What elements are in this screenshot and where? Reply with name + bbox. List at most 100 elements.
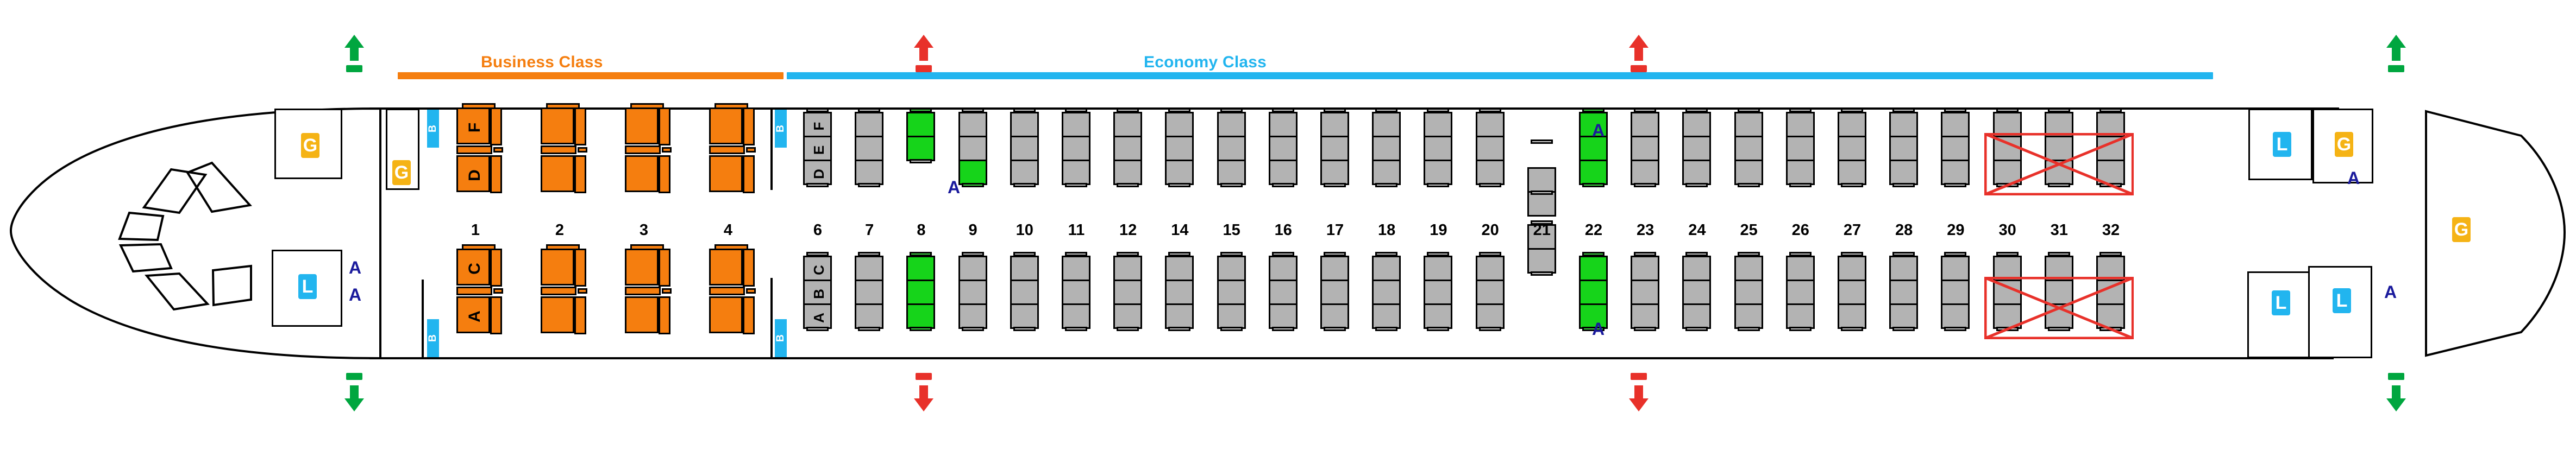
seat-18B[interactable] <box>1372 280 1401 305</box>
seat-6A[interactable]: A <box>803 303 832 329</box>
seat-3D[interactable] <box>625 155 659 192</box>
seat-19E[interactable] <box>1424 136 1453 161</box>
seat-11E[interactable] <box>1062 136 1090 161</box>
seat-12F[interactable] <box>1113 112 1143 137</box>
seat-15D[interactable] <box>1217 160 1246 185</box>
seat-21B[interactable] <box>1527 248 1556 274</box>
seat-19C[interactable] <box>1424 256 1453 281</box>
seat-10E[interactable] <box>1010 136 1039 161</box>
business-row-3-upper[interactable] <box>625 103 672 193</box>
business-row-3-lower[interactable] <box>625 244 672 334</box>
seat-10D[interactable] <box>1010 160 1039 185</box>
exit-fwd-lower-arrow[interactable] <box>343 372 365 413</box>
seat-4F[interactable] <box>709 107 743 144</box>
seat-9C[interactable] <box>958 256 987 281</box>
seat-27F[interactable] <box>1838 112 1866 137</box>
seat-27C[interactable] <box>1838 256 1866 281</box>
seat-26F[interactable] <box>1785 112 1815 137</box>
seat-1A[interactable]: A <box>456 296 490 333</box>
exit-overwing2-lower-arrow[interactable] <box>1628 372 1650 413</box>
seat-9F[interactable] <box>958 112 987 137</box>
business-row-2-lower[interactable] <box>541 244 587 334</box>
seat-24B[interactable] <box>1682 280 1712 305</box>
seat-18C[interactable] <box>1372 256 1401 281</box>
seat-9A[interactable] <box>958 303 987 329</box>
seat-20C[interactable] <box>1475 256 1505 281</box>
seat-20B[interactable] <box>1475 280 1505 305</box>
seat-20A[interactable] <box>1475 303 1505 329</box>
business-row-4-lower[interactable] <box>709 244 756 334</box>
seat-23E[interactable] <box>1631 136 1660 161</box>
seat-19A[interactable] <box>1424 303 1453 329</box>
seat-9B[interactable] <box>958 280 987 305</box>
seat-7C[interactable] <box>855 256 884 281</box>
seat-22D[interactable] <box>1579 160 1608 185</box>
seat-3A[interactable] <box>625 296 659 333</box>
business-row-2-upper[interactable] <box>541 103 587 193</box>
seat-10B[interactable] <box>1010 280 1039 305</box>
seat-23A[interactable] <box>1631 303 1660 329</box>
seat-11B[interactable] <box>1062 280 1090 305</box>
seat-10F[interactable] <box>1010 112 1039 137</box>
seat-25F[interactable] <box>1734 112 1763 137</box>
seat-17D[interactable] <box>1320 160 1349 185</box>
seat-27E[interactable] <box>1838 136 1866 161</box>
seat-11D[interactable] <box>1062 160 1090 185</box>
seat-11C[interactable] <box>1062 256 1090 281</box>
seat-20F[interactable] <box>1475 112 1505 137</box>
seat-31D[interactable] <box>2044 160 2073 185</box>
seat-7D[interactable] <box>855 160 884 185</box>
seat-24C[interactable] <box>1682 256 1712 281</box>
seat-28B[interactable] <box>1889 280 1919 305</box>
exit-fwd-upper-arrow[interactable] <box>343 34 365 75</box>
seat-29F[interactable] <box>1941 112 1970 137</box>
seat-6F[interactable]: F <box>803 112 832 137</box>
seat-28D[interactable] <box>1889 160 1919 185</box>
seat-29D[interactable] <box>1941 160 1970 185</box>
seat-27B[interactable] <box>1838 280 1866 305</box>
seat-8E[interactable] <box>906 136 936 161</box>
seat-26B[interactable] <box>1785 280 1815 305</box>
seat-8C[interactable] <box>906 256 936 281</box>
seat-2D[interactable] <box>541 155 574 192</box>
seat-18A[interactable] <box>1372 303 1401 329</box>
seat-6D[interactable]: D <box>803 160 832 185</box>
seat-16F[interactable] <box>1268 112 1298 137</box>
seat-12E[interactable] <box>1113 136 1143 161</box>
seat-26D[interactable] <box>1785 160 1815 185</box>
seat-18D[interactable] <box>1372 160 1401 185</box>
seat-21E[interactable] <box>1527 167 1556 193</box>
seat-12A[interactable] <box>1113 303 1143 329</box>
seat-15B[interactable] <box>1217 280 1246 305</box>
seat-8B[interactable] <box>906 280 936 305</box>
seat-10C[interactable] <box>1010 256 1039 281</box>
seat-17F[interactable] <box>1320 112 1349 137</box>
seat-23D[interactable] <box>1631 160 1660 185</box>
seat-9D[interactable] <box>958 160 987 185</box>
seat-8A[interactable] <box>906 303 936 329</box>
seat-15C[interactable] <box>1217 256 1246 281</box>
seat-27D[interactable] <box>1838 160 1866 185</box>
seat-7B[interactable] <box>855 280 884 305</box>
seat-11A[interactable] <box>1062 303 1090 329</box>
seat-22C[interactable] <box>1579 256 1608 281</box>
seat-7F[interactable] <box>855 112 884 137</box>
seat-4C[interactable] <box>709 249 743 286</box>
seat-24D[interactable] <box>1682 160 1712 185</box>
seat-15F[interactable] <box>1217 112 1246 137</box>
seat-1F[interactable]: F <box>456 107 490 144</box>
seat-6C[interactable]: C <box>803 256 832 281</box>
business-row-1-upper[interactable]: F D <box>456 103 503 193</box>
nose-galley-box[interactable]: G <box>274 109 342 179</box>
seat-12B[interactable] <box>1113 280 1143 305</box>
nose-lavatory-box[interactable]: L <box>272 250 342 327</box>
seat-8F[interactable] <box>906 112 936 137</box>
seat-1D[interactable]: D <box>456 155 490 192</box>
exit-overwing1-upper-arrow[interactable] <box>913 34 935 75</box>
seat-26E[interactable] <box>1785 136 1815 161</box>
seat-16A[interactable] <box>1268 303 1298 329</box>
seat-26C[interactable] <box>1785 256 1815 281</box>
seat-6E[interactable]: E <box>803 136 832 161</box>
aft-lavatory-upper-box[interactable]: L <box>2248 109 2312 180</box>
seat-29E[interactable] <box>1941 136 1970 161</box>
